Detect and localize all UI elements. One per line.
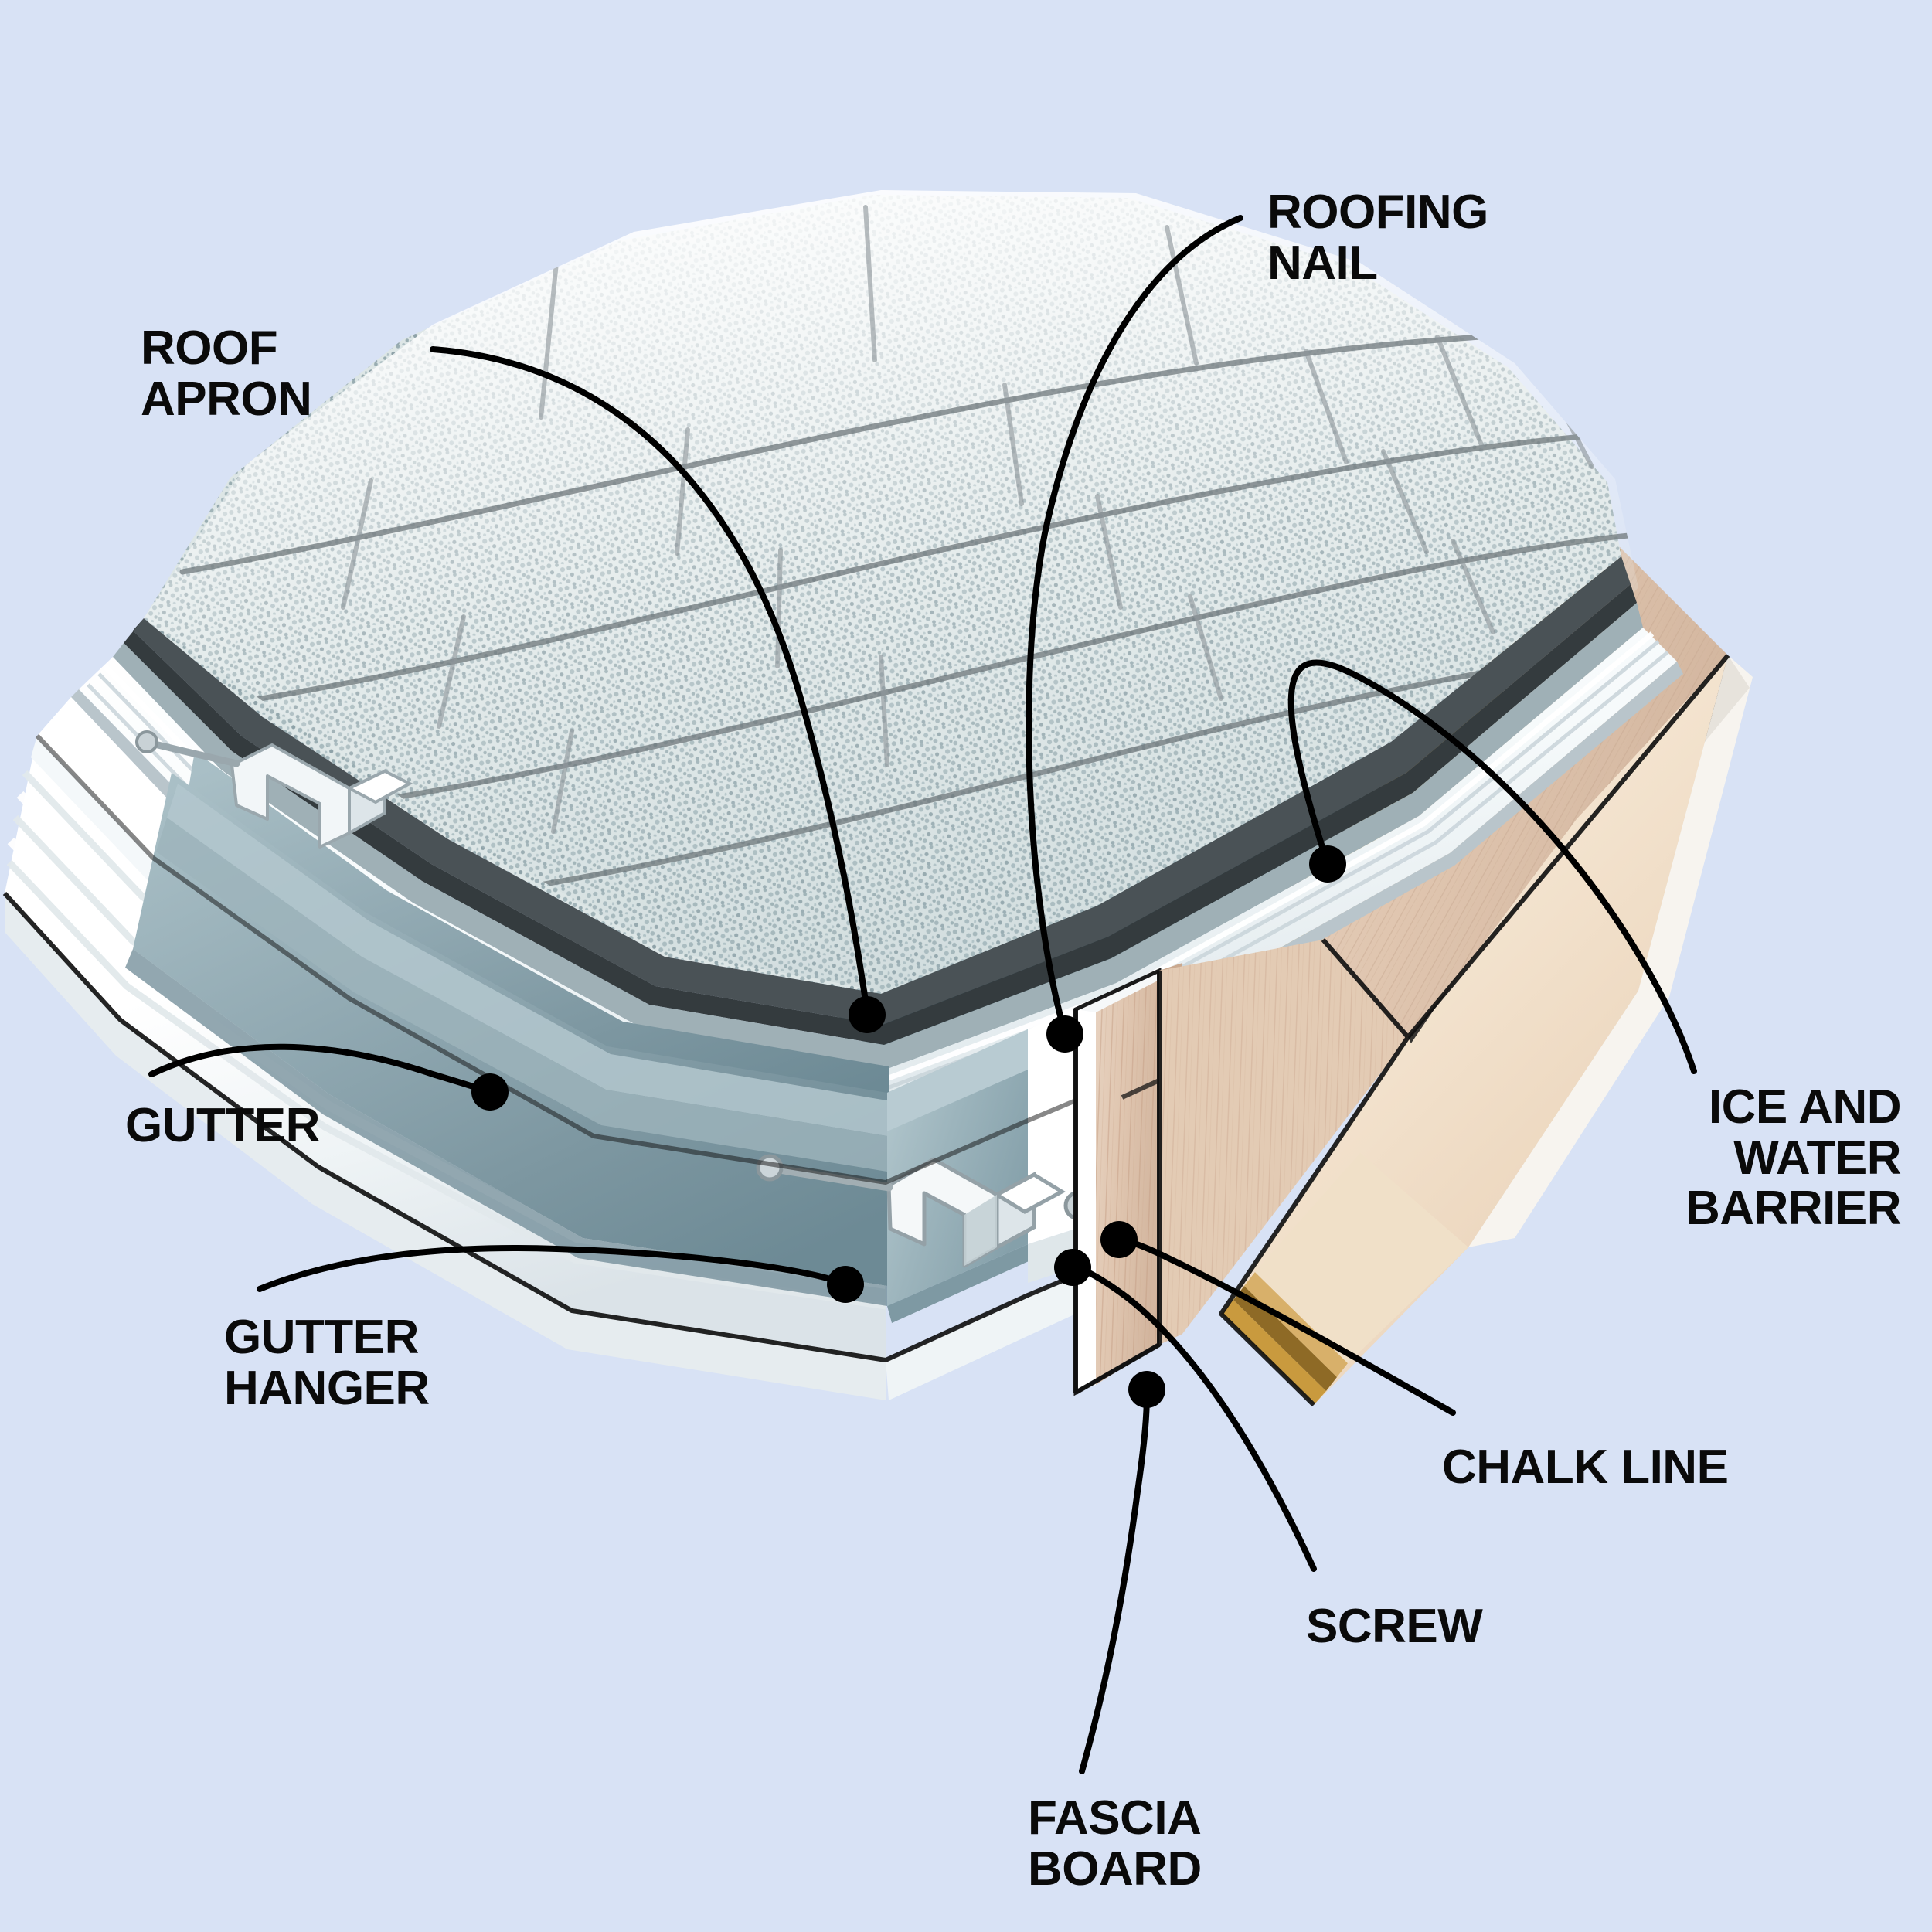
leader-fascia-board-dot <box>1128 1371 1165 1408</box>
leader-screw-dot <box>1054 1249 1091 1286</box>
leader-ice-and-water-barrier-dot <box>1309 845 1346 883</box>
leader-lines <box>148 215 1697 1774</box>
gutter-hanger-far <box>135 730 413 849</box>
label-ice-and-water-barrier: ICE AND WATER BARRIER <box>1685 1080 1901 1236</box>
leader-ice-and-water-barrier <box>1287 659 1697 1074</box>
assembly-outlines <box>2 654 1730 1407</box>
leader-chalk-line-dot <box>1100 1221 1138 1258</box>
label-gutter: GUTTER <box>125 1099 320 1152</box>
label-gutter-hanger: GUTTER HANGER <box>224 1311 430 1415</box>
leader-screw <box>1073 1264 1317 1572</box>
leader-roof-apron-dot <box>849 996 886 1033</box>
label-screw: SCREW <box>1306 1600 1483 1653</box>
leader-fascia-board <box>1079 1389 1150 1774</box>
label-chalk-line: CHALK LINE <box>1442 1440 1729 1494</box>
label-roof-apron: ROOF APRON <box>141 321 312 426</box>
leader-roof-apron <box>430 346 870 1014</box>
gutter-interior <box>125 773 887 1306</box>
leader-gutter <box>148 1043 490 1094</box>
leader-chalk-line <box>1119 1236 1456 1416</box>
leader-gutter-hanger-dot <box>827 1266 864 1303</box>
leader-roofing-nail <box>1026 215 1243 1031</box>
shingle-starter-course <box>113 603 1643 1070</box>
label-roofing-nail: ROOFING NAIL <box>1267 185 1488 290</box>
leader-gutter-hanger <box>257 1244 845 1292</box>
label-fascia-board: FASCIA BOARD <box>1028 1791 1202 1896</box>
sheathing-underside <box>1159 940 1408 1345</box>
leader-roofing-nail-dot <box>1046 1015 1083 1053</box>
leader-gutter-dot <box>471 1073 509 1111</box>
gutter-hanger-near <box>756 1143 1161 1268</box>
